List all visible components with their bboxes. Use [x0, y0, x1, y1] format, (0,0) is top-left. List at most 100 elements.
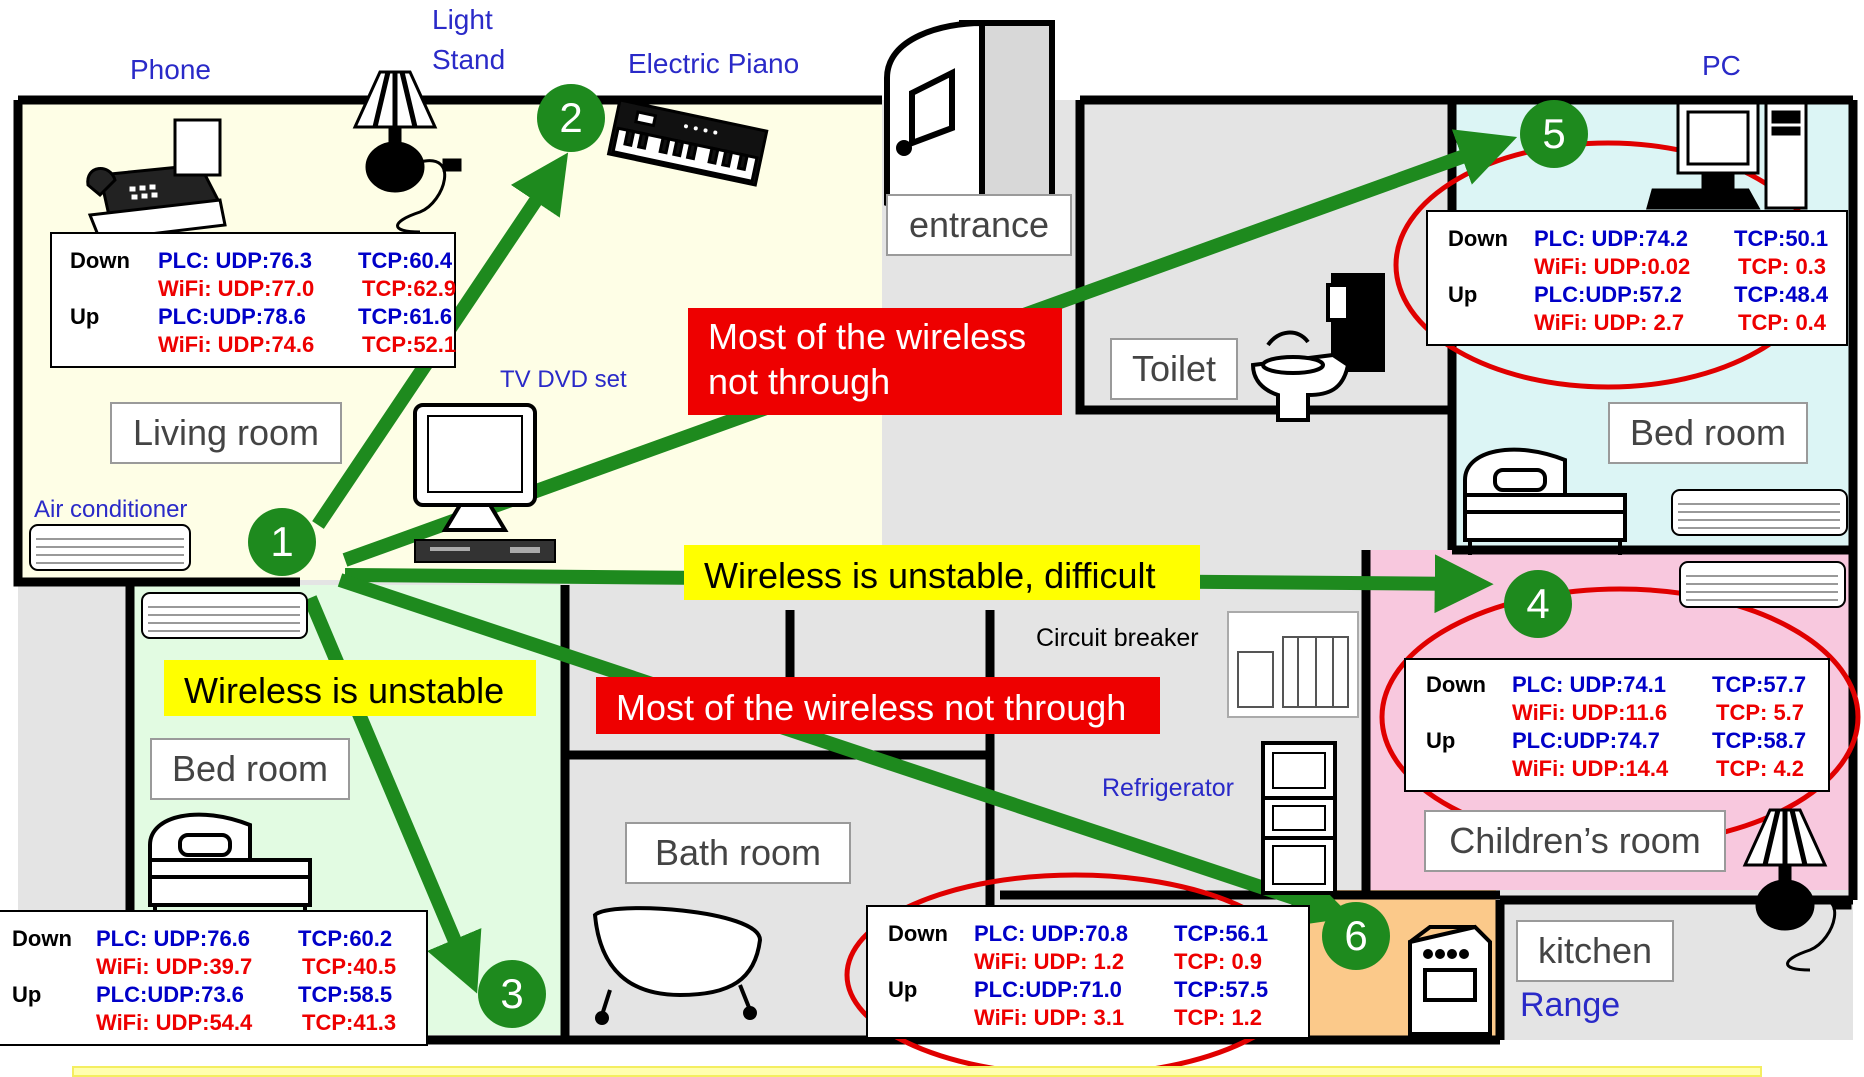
- stats-pc-up-label: Up: [1448, 282, 1478, 307]
- stats-bed-up-plc-tcp: TCP:58.5: [298, 982, 393, 1007]
- stats-bed-up-wifi-udp: WiFi: UDP:54.4: [96, 1010, 253, 1035]
- stats-kitchen-up-plc-udp: PLC:UDP:71.0: [974, 977, 1122, 1002]
- note-left-yellow: Wireless is unstable: [164, 660, 536, 716]
- lamp-icon: [352, 70, 462, 234]
- stats-box-living: Down PLC: UDP:76.3 TCP:60.4 WiFi: UDP:77…: [50, 232, 456, 368]
- room-label-bath: Bath room: [625, 822, 851, 884]
- device-label-circuit: Circuit breaker: [1036, 624, 1199, 652]
- note-top-red-line-2: not through: [708, 361, 891, 402]
- device-label-range: Range: [1520, 986, 1621, 1024]
- stats-living-down-wifi-udp: WiFi: UDP:77.0: [158, 276, 315, 301]
- stats-children-down-wifi-tcp: TCP: 5.7: [1716, 700, 1805, 725]
- stats-living-down-plc-udp: PLC: UDP:76.3: [158, 248, 313, 273]
- stats-pc-down-plc-udp: PLC: UDP:74.2: [1534, 226, 1689, 251]
- device-label-phone: Phone: [130, 54, 211, 85]
- node-5: 5: [1520, 100, 1588, 168]
- stats-pc-down-plc-tcp: TCP:50.1: [1734, 226, 1829, 251]
- room-label-kitchen: kitchen: [1516, 920, 1674, 982]
- stats-living-down-plc-tcp: TCP:60.4: [358, 248, 453, 273]
- stats-pc-up-wifi-udp: WiFi: UDP: 2.7: [1534, 310, 1685, 335]
- stats-kitchen-up-plc-tcp: TCP:57.5: [1174, 977, 1269, 1002]
- stats-bed-up-label: Up: [12, 982, 42, 1007]
- stats-bed-down-wifi-tcp: TCP:40.5: [302, 954, 397, 979]
- aircon-bedroom-left-icon: [141, 592, 308, 639]
- door-icon: [884, 19, 1055, 238]
- note-mid-yellow: Wireless is unstable, difficult: [684, 545, 1200, 600]
- stats-kitchen-up-wifi-tcp: TCP: 1.2: [1174, 1005, 1263, 1030]
- arrow-1-6: [337, 573, 1353, 927]
- room-label-bed-right: Bed room: [1608, 402, 1808, 464]
- pc-icon: [1646, 101, 1808, 210]
- stats-pc-up-wifi-tcp: TCP: 0.4: [1738, 310, 1827, 335]
- stats-living-up-wifi-udp: WiFi: UDP:74.6: [158, 332, 315, 357]
- node-4: 4: [1504, 570, 1572, 638]
- phone-icon: [86, 118, 227, 242]
- node-6: 6: [1322, 902, 1390, 970]
- stats-kitchen-down-plc-udp: PLC: UDP:70.8: [974, 921, 1129, 946]
- device-label-pc: PC: [1702, 50, 1741, 81]
- aircon-living-icon: [29, 524, 191, 571]
- stats-pc-up-plc-tcp: TCP:48.4: [1734, 282, 1829, 307]
- stats-kitchen-down-wifi-udp: WiFi: UDP: 1.2: [974, 949, 1125, 974]
- bed-right-icon: [1463, 447, 1627, 555]
- aircon-children-icon: [1679, 561, 1846, 608]
- toilet-icon: [1250, 273, 1385, 422]
- stats-bed-down-label: Down: [12, 926, 72, 951]
- stats-bed-up-wifi-tcp: TCP:41.3: [302, 1010, 397, 1035]
- device-label-fridge: Refrigerator: [1102, 774, 1234, 802]
- stats-children-up-label: Up: [1426, 728, 1456, 753]
- stats-box-children: Down PLC: UDP:74.1 TCP:57.7 WiFi: UDP:11…: [1404, 658, 1830, 792]
- stats-living-down-wifi-tcp: TCP:62.9: [362, 276, 457, 301]
- stats-living-up-plc-tcp: TCP:61.6: [358, 304, 453, 329]
- room-label-entrance: entrance: [886, 194, 1072, 256]
- note-top-red: Most of the wireless not through: [688, 308, 1062, 415]
- stats-kitchen-down-wifi-tcp: TCP: 0.9: [1174, 949, 1263, 974]
- node-1: 1: [248, 508, 316, 576]
- stats-box-pc: Down PLC: UDP:74.2 TCP:50.1 WiFi: UDP:0.…: [1426, 210, 1848, 346]
- stats-box-bed: Down PLC: UDP:76.6 TCP:60.2 WiFi: UDP:39…: [0, 910, 428, 1046]
- bed-left-icon: [148, 812, 312, 920]
- stats-children-down-plc-udp: PLC: UDP:74.1: [1512, 672, 1667, 697]
- stats-bed-down-wifi-udp: WiFi: UDP:39.7: [96, 954, 253, 979]
- note-mid-red: Most of the wireless not through: [596, 677, 1160, 734]
- circuit-breaker-icon: [1227, 611, 1359, 718]
- tv-icon: [413, 403, 556, 563]
- stats-children-down-label: Down: [1426, 672, 1486, 697]
- room-label-bed-left: Bed room: [150, 738, 350, 800]
- device-label-aircon: Air conditioner: [34, 496, 188, 523]
- piano-icon: [606, 98, 769, 187]
- room-label-living: Living room: [110, 402, 342, 464]
- stats-children-up-plc-tcp: TCP:58.7: [1712, 728, 1807, 753]
- node-2: 2: [537, 84, 605, 152]
- room-label-toilet: Toilet: [1110, 338, 1238, 400]
- stats-living-up-label: Up: [70, 304, 100, 329]
- bottom-highlight-bar: [72, 1066, 1762, 1077]
- device-label-light-1: Light: [432, 4, 493, 35]
- stats-bed-down-plc-udp: PLC: UDP:76.6: [96, 926, 251, 951]
- stats-children-up-plc-udp: PLC:UDP:74.7: [1512, 728, 1660, 753]
- device-label-piano: Electric Piano: [628, 48, 800, 79]
- stats-children-up-wifi-udp: WiFi: UDP:14.4: [1512, 756, 1669, 781]
- lamp-children-icon: [1742, 808, 1852, 972]
- device-label-light-2: Stand: [432, 44, 506, 75]
- stats-pc-down-wifi-udp: WiFi: UDP:0.02: [1534, 254, 1691, 279]
- range-icon: [1408, 924, 1492, 1036]
- device-label-tv: TV DVD set: [500, 366, 627, 393]
- stats-kitchen-up-wifi-udp: WiFi: UDP: 3.1: [974, 1005, 1125, 1030]
- stats-children-up-wifi-tcp: TCP: 4.2: [1716, 756, 1805, 781]
- room-label-children: Children’s room: [1424, 810, 1726, 872]
- stats-bed-down-plc-tcp: TCP:60.2: [298, 926, 393, 951]
- stats-living-up-plc-udp: PLC:UDP:78.6: [158, 304, 306, 329]
- refrigerator-icon: [1261, 741, 1337, 895]
- aircon-bedroom-right-icon: [1671, 489, 1848, 536]
- stats-living-down-label: Down: [70, 248, 130, 273]
- bathtub-icon: [592, 906, 763, 1025]
- node-3: 3: [478, 960, 546, 1028]
- stats-children-down-plc-tcp: TCP:57.7: [1712, 672, 1807, 697]
- stats-bed-up-plc-udp: PLC:UDP:73.6: [96, 982, 244, 1007]
- note-top-red-line-1: Most of the wireless: [708, 316, 1027, 357]
- stats-children-down-wifi-udp: WiFi: UDP:11.6: [1512, 700, 1668, 725]
- stats-pc-down-wifi-tcp: TCP: 0.3: [1738, 254, 1827, 279]
- stats-kitchen-down-plc-tcp: TCP:56.1: [1174, 921, 1269, 946]
